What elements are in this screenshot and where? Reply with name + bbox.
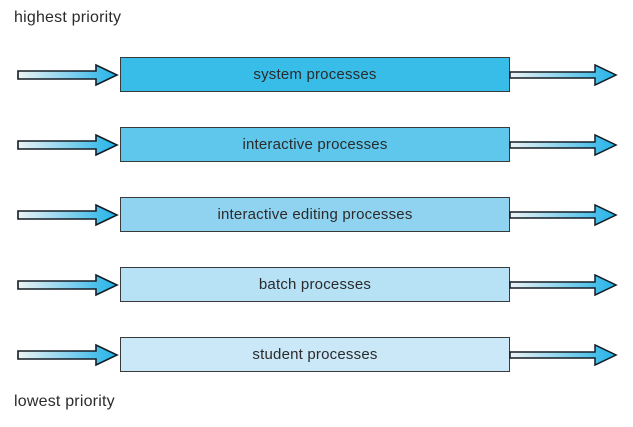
queue-row: student processes: [0, 337, 633, 372]
queue-box: student processes: [120, 337, 510, 372]
queue-box: interactive processes: [120, 127, 510, 162]
queue-row: batch processes: [0, 267, 633, 302]
queue-row: interactive processes: [0, 127, 633, 162]
lowest-priority-label: lowest priority: [14, 393, 115, 410]
outbound-arrow-icon: [509, 273, 618, 296]
inbound-arrow-icon: [17, 203, 119, 226]
outbound-arrow-icon: [509, 343, 618, 366]
queue-label: system processes: [253, 66, 377, 83]
inbound-arrow-icon: [17, 133, 119, 156]
queue-label: batch processes: [258, 276, 372, 293]
inbound-arrow-icon: [17, 343, 119, 366]
outbound-arrow-icon: [509, 203, 618, 226]
queue-row: interactive editing processes: [0, 197, 633, 232]
inbound-arrow-icon: [17, 63, 119, 86]
queue-row: system processes: [0, 57, 633, 92]
queue-label: student processes: [252, 346, 378, 363]
queue-box: batch processes: [120, 267, 510, 302]
queue-box: system processes: [120, 57, 510, 92]
queue-label: interactive processes: [242, 136, 388, 153]
outbound-arrow-icon: [509, 63, 618, 86]
queue-box: interactive editing processes: [120, 197, 510, 232]
queue-label: interactive editing processes: [217, 206, 413, 223]
highest-priority-label: highest priority: [14, 9, 122, 26]
inbound-arrow-icon: [17, 273, 119, 296]
outbound-arrow-icon: [509, 133, 618, 156]
